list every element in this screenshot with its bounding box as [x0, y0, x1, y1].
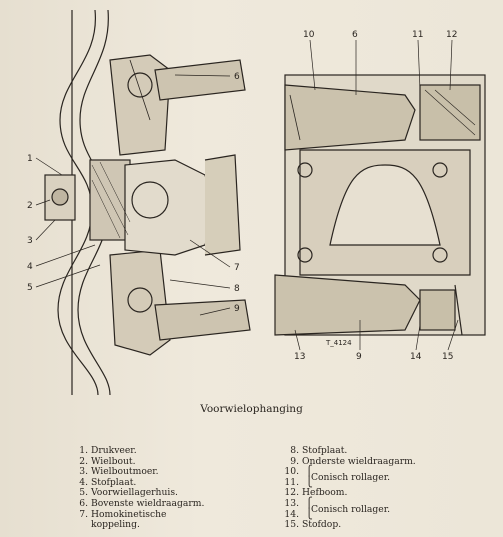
callout-9b: 9 — [356, 352, 362, 362]
callout-11: 11 — [412, 30, 423, 40]
callout-8: 8 — [234, 284, 240, 294]
legend-item-1: 1.Drukveer. — [79, 445, 137, 456]
legend-left: 1.Drukveer. 2.Wielbout. 3.Wielboutmoer. … — [72, 445, 205, 531]
legend-item-2: 2.Wielbout. — [79, 455, 136, 467]
legend-item-6: 6.Bovenste wieldraagarm. — [79, 497, 205, 509]
legend-item-14: 14.⎩ — [284, 508, 313, 520]
callout-2: 2 — [27, 201, 33, 211]
callout-14: 14 — [410, 352, 422, 362]
callout-1: 1 — [27, 154, 33, 164]
callout-12: 12 — [446, 30, 457, 40]
callout-10: 10 — [303, 30, 315, 40]
legend-item-4: 4.Stofplaat. — [79, 476, 137, 488]
legend-item-5: 5.Voorwiellagerhuis. — [79, 487, 178, 499]
callout-3: 3 — [27, 236, 33, 246]
callout-4: 4 — [27, 262, 33, 272]
legend-item-15: 15.Stofdop. — [284, 519, 342, 531]
legend-item-9: 9.Onderste wieldraagarm. — [290, 455, 416, 467]
legend-item-11: 11.⎩ — [284, 476, 313, 488]
callout-9: 9 — [234, 304, 240, 314]
figure-code: T_4124 — [325, 339, 352, 347]
legend-item-12: 12.Hefboom. — [284, 487, 348, 499]
legend-item-3: 3.Wielboutmoer. — [79, 466, 159, 478]
callout-7: 7 — [234, 263, 240, 273]
figure-caption: Voorwielophanging — [200, 403, 303, 415]
legend-right: 8.Stofplaat. 9.Onderste wieldraagarm. 10… — [283, 445, 416, 531]
callout-6b: 6 — [352, 30, 358, 40]
legend-item-8: 8.Stofplaat. — [290, 445, 348, 456]
suspension-drawing: 1 2 3 4 5 6 7 8 9 10 6 11 12 13 9 14 15 … — [27, 9, 486, 395]
callout-15: 15 — [442, 352, 453, 362]
callout-13: 13 — [294, 352, 305, 362]
callout-5: 5 — [27, 283, 33, 293]
legend-item-13: 13.⎧Conisch rollager. — [284, 497, 391, 515]
legend-item-10: 10.⎧Conisch rollager. — [284, 466, 391, 484]
callout-6: 6 — [234, 72, 240, 82]
